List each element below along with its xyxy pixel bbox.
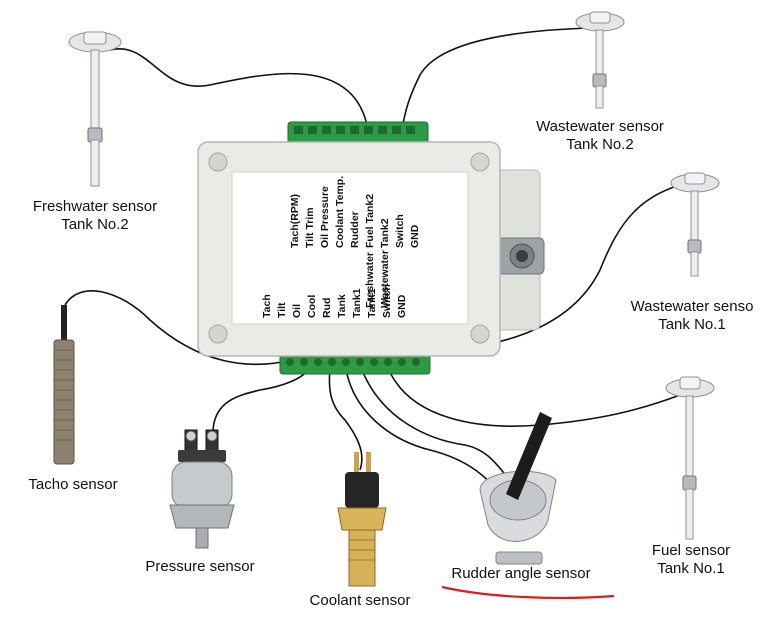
tacho-sensor <box>53 305 75 465</box>
freshwater-sensor-label: Freshwater sensor Tank No.2 <box>20 198 170 234</box>
fuel-sensor-label-line1: Fuel sensor <box>651 542 731 559</box>
upper-pin-label: Coolant Temp. <box>334 176 346 248</box>
wire-coolant <box>328 361 363 471</box>
wire-rudder1 <box>344 361 501 496</box>
lower-pin-label: Oil <box>291 304 303 318</box>
label-sticker <box>231 171 469 325</box>
wastewater2-sensor-label-line2: Tank No.2 <box>566 136 634 153</box>
fuel-sensor-label: Fuel sensor Tank No.1 <box>636 542 746 578</box>
tacho-sensor-label: Tacho sensor <box>28 476 118 493</box>
upper-pin-label: Tank2 <box>379 218 391 248</box>
fuel-sensor <box>665 376 715 540</box>
freshwater-sensor-label-line1: Freshwater sensor <box>32 198 158 215</box>
freshwater-sensor-label-line2: Tank No.2 <box>61 216 129 233</box>
rudder-angle-sensor-label: Rudder angle sensor <box>451 565 591 582</box>
lower-pin-label: GND <box>396 294 408 318</box>
pressure-sensor-label: Pressure sensor <box>145 558 255 575</box>
lower-pin-label: Tilt <box>276 302 288 318</box>
upper-pin-label: Rudder <box>349 211 361 248</box>
wire-wastewater2 <box>401 27 593 131</box>
upper-pin-label: Oil Pressure <box>319 186 331 248</box>
middle-pin-label: Wastewater <box>379 250 391 308</box>
freshwater-sensor <box>68 31 122 187</box>
wire-fuel <box>387 367 681 427</box>
wastewater2-sensor-label: Wastewater sensor Tank No.2 <box>524 118 676 154</box>
mounting-holes <box>208 152 490 344</box>
wire-freshwater <box>109 47 369 131</box>
fuel-sensor-label-line2: Tank No.1 <box>657 560 725 577</box>
lower-pin-label: Tank1 <box>351 288 363 318</box>
terminal-screws-top <box>294 126 415 134</box>
pressure-sensor <box>169 429 235 549</box>
lower-pin-label: Tank <box>336 294 348 318</box>
lower-pin-label: Switch <box>381 284 393 318</box>
wastewater1-sensor-label-line1: Wastewater senso <box>630 298 754 315</box>
lower-pin-label: Tank1 <box>366 288 378 318</box>
coolant-sensor <box>337 452 387 587</box>
lower-pin-label: Rud <box>321 298 333 318</box>
wastewater1-sensor <box>670 172 720 277</box>
upper-pin-label: GND <box>409 224 421 248</box>
coolant-sensor-label: Coolant sensor <box>309 592 411 609</box>
wastewater2-sensor <box>575 11 625 109</box>
wastewater2-sensor-label-line1: Wastewater sensor <box>536 118 664 135</box>
red-underline <box>441 585 615 599</box>
wastewater1-sensor-label-line2: Tank No.1 <box>658 316 726 333</box>
upper-pin-label: Tach(RPM) <box>289 194 301 248</box>
upper-pin-label: Fuel Tank2 <box>364 194 376 248</box>
wastewater1-sensor-label: Wastewater senso Tank No.1 <box>620 298 764 334</box>
upper-pin-label: Switch <box>394 214 406 248</box>
wire-tacho <box>64 290 293 366</box>
wire-rudder2 <box>359 364 511 481</box>
middle-pin-label: Freshwater <box>364 252 376 308</box>
terminal-screws-bottom <box>286 358 420 366</box>
rudder-angle-sensor <box>479 412 557 565</box>
lower-pin-label: Cool <box>306 295 318 318</box>
upper-pin-label: Tilt Trim <box>304 207 316 248</box>
lower-pin-label: Tach <box>261 294 273 318</box>
